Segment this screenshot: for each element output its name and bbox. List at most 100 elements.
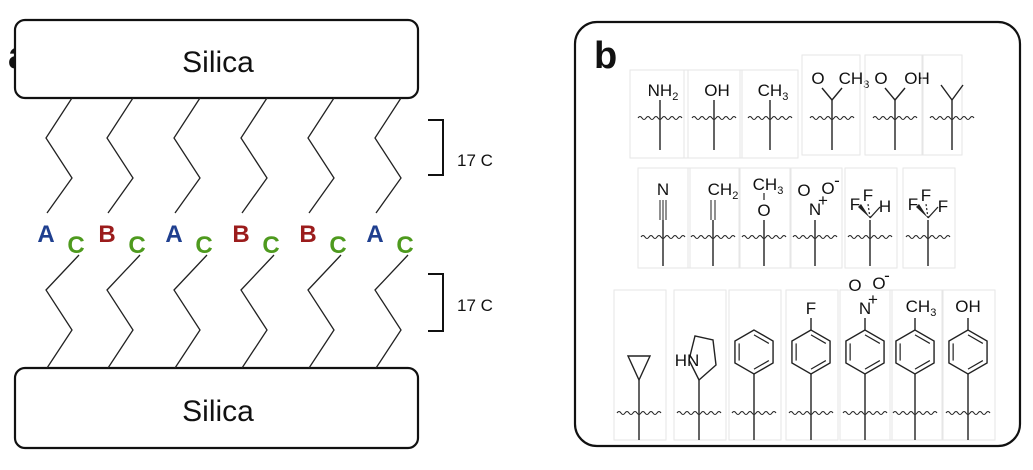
- wavy-bond: [637, 115, 683, 121]
- alkyl-chains: [45, 97, 409, 369]
- wavy-bond: [747, 115, 793, 121]
- structure-box: [889, 289, 943, 441]
- structure-box: [613, 289, 667, 441]
- fluorine-label: F: [908, 195, 918, 214]
- structure-tolyl: CH3: [889, 289, 943, 441]
- upper-chain: [106, 97, 134, 214]
- upper-chain: [173, 97, 201, 214]
- structure-box: [942, 289, 996, 441]
- panel-b-label: b: [594, 35, 617, 77]
- structure-box: [864, 54, 924, 156]
- substituent-label: OH: [904, 69, 930, 88]
- pyrrole-ring: [688, 335, 717, 382]
- bond: [927, 206, 939, 219]
- double-bond: [914, 334, 931, 344]
- structure-box: [739, 69, 799, 159]
- positive-charge: +: [868, 290, 878, 309]
- fluorine-label: F: [863, 186, 873, 205]
- bracket-bottom-label: 17 C: [457, 296, 493, 315]
- substituent-label: NH2: [648, 81, 679, 103]
- structure-box: [839, 289, 893, 441]
- negative-charge: -: [834, 171, 840, 190]
- oxygen-label: O: [872, 274, 885, 293]
- fluorine-label: F: [850, 195, 860, 214]
- structure-methyl: CH3: [739, 69, 799, 159]
- double-bond: [967, 360, 984, 370]
- structure-box: [785, 289, 839, 441]
- structure-isopropyl: [921, 54, 975, 156]
- upper-chain: [307, 97, 335, 214]
- bond: [894, 87, 906, 101]
- upper-chain: [240, 97, 268, 214]
- structure-box: [687, 167, 741, 269]
- structure-box: [801, 54, 861, 156]
- silica-bottom-label: Silica: [182, 395, 254, 428]
- wavy-bond: [847, 234, 893, 240]
- structure-box: [844, 167, 898, 269]
- structure-box: [738, 167, 792, 269]
- fluorine-label: F: [921, 186, 931, 205]
- letter-B: B: [299, 221, 316, 248]
- wavy-bond: [691, 115, 737, 121]
- wavy-bond: [929, 115, 975, 121]
- wavy-bond: [842, 410, 888, 416]
- structure-nitrile: N: [637, 167, 691, 269]
- double-bond: [810, 334, 827, 344]
- wavy-bond: [905, 234, 951, 240]
- silica-top-surface: [13, 18, 420, 100]
- lower-chain: [106, 254, 141, 369]
- upper-chain: [45, 97, 73, 214]
- letter-C: C: [329, 232, 346, 259]
- structure-pyrrolyl: HN: [673, 289, 727, 441]
- structure-phenyl: [728, 289, 782, 441]
- hydrogen-label: H: [879, 197, 891, 216]
- bond: [940, 84, 953, 101]
- structure-amine: NH2: [629, 69, 689, 159]
- double-bond: [753, 360, 770, 370]
- nitrogen-label: N: [859, 299, 871, 318]
- silica-top-label: Silica: [182, 46, 254, 79]
- wavy-bond: [741, 234, 787, 240]
- wedge-bond: [858, 204, 870, 218]
- structure-box: [728, 289, 782, 441]
- fluorine-label: F: [938, 197, 948, 216]
- oxygen-label: O: [757, 201, 770, 220]
- double-bond: [810, 360, 827, 370]
- fluorine-label: F: [806, 299, 816, 318]
- double-bond: [914, 360, 931, 370]
- structure-box: [673, 289, 727, 441]
- structure-box: [629, 69, 689, 159]
- structure-box: [683, 69, 743, 159]
- double-bond: [967, 334, 984, 344]
- letter-A: A: [366, 221, 383, 248]
- wavy-bond: [616, 410, 662, 416]
- letter-C: C: [67, 232, 84, 259]
- bond: [869, 206, 881, 219]
- wavy-bond: [731, 410, 777, 416]
- silica-bottom-surface: [13, 366, 420, 450]
- structure-hydroxyphenyl: OH: [942, 289, 996, 441]
- letter-B: B: [98, 221, 115, 248]
- cyclopropane-ring: [626, 355, 652, 382]
- structure-hydroxyl: OH: [683, 69, 743, 159]
- wavy-bond: [676, 410, 722, 416]
- wedge-bond: [916, 204, 928, 218]
- structure-cyclopropyl: [613, 289, 667, 441]
- lower-chain: [240, 254, 275, 369]
- bracket-bottom: [428, 273, 444, 332]
- structure-box: [637, 167, 691, 269]
- structure-box: [921, 54, 963, 156]
- wavy-bond: [640, 234, 686, 240]
- structure-fluorophenyl: F: [785, 289, 839, 441]
- wavy-bond: [809, 115, 855, 121]
- bond: [831, 87, 843, 101]
- oxygen-label: O: [821, 179, 834, 198]
- lower-chain: [173, 254, 208, 369]
- negative-charge: -: [884, 266, 890, 285]
- letter-A: A: [37, 221, 54, 248]
